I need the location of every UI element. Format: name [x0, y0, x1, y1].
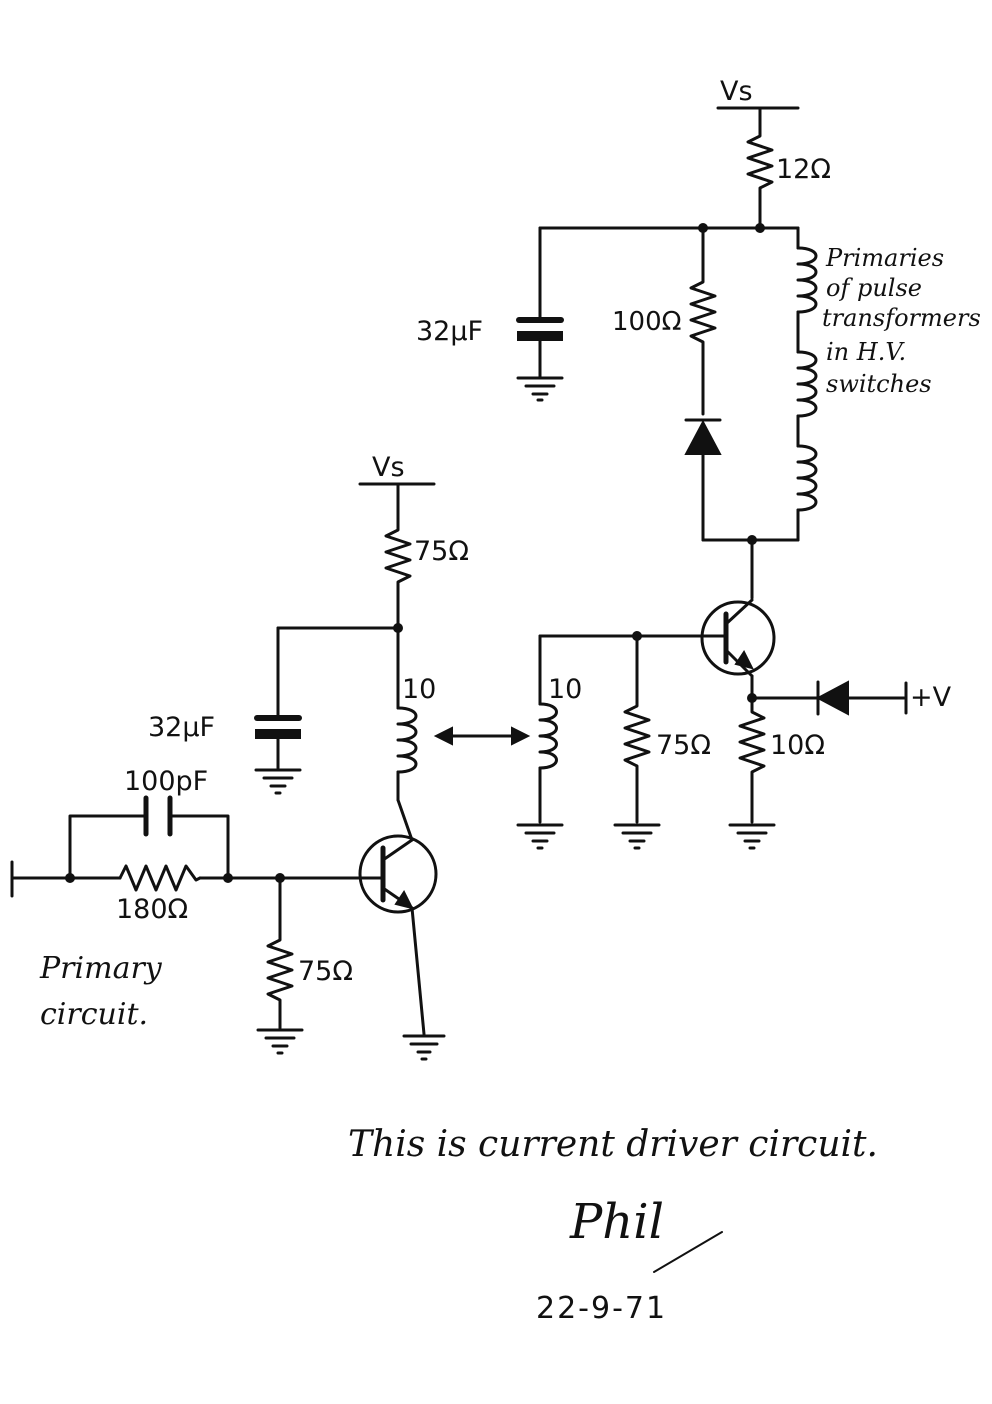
pulse-transformer-coil-3 [796, 444, 818, 512]
resistor-75-ohm-supply [384, 518, 412, 628]
resistor-100-ohm [689, 226, 717, 416]
ground-symbol [516, 376, 564, 402]
r75-base-label: 75Ω [298, 956, 353, 987]
signature: Phil [569, 1194, 664, 1250]
r75-supply-label: 75Ω [414, 536, 469, 567]
pulse-transformer-coil-1 [796, 246, 818, 314]
wire [170, 814, 230, 880]
coil-primary-label: 10 [402, 674, 436, 705]
ground-symbol [516, 823, 564, 850]
wire [68, 814, 146, 880]
caption-text: This is current driver circuit. [348, 1124, 878, 1165]
date-text: 22-9-71 [536, 1291, 667, 1326]
c32-top-label: 32μF [416, 316, 483, 347]
primary-note-line-1: Primary [39, 951, 163, 986]
ground-symbol [256, 1028, 304, 1055]
wire [396, 798, 414, 842]
pulse-note-line-3: transformers [822, 304, 981, 332]
pulse-transformer-coil-2 [796, 350, 818, 418]
r12-label: 12Ω [776, 154, 831, 185]
input-transistor [358, 834, 438, 914]
vs-top-label: Vs [720, 76, 753, 107]
resistor-10-ohm [738, 696, 766, 824]
pulse-note-line-2: of pulse [826, 274, 922, 302]
ground-symbol [254, 768, 302, 795]
ground-symbol [728, 823, 776, 850]
r10-label: 10Ω [770, 730, 825, 761]
r100-label: 100Ω [612, 307, 682, 337]
component-labels: Vs 12Ω 32μF 100Ω Vs 75Ω 10 10 32μF 75Ω 1… [116, 76, 952, 987]
wire [410, 906, 426, 1036]
vs-left-label: Vs [372, 452, 405, 483]
coil-secondary-label: 10 [548, 674, 582, 705]
r180-label: 180Ω [116, 894, 188, 925]
secondary-coil [538, 702, 558, 770]
c100pf-label: 100pF [124, 766, 208, 797]
r75-load-label: 75Ω [656, 730, 711, 761]
junction-dot [755, 223, 765, 233]
pulse-note-line-1: Primaries [825, 244, 944, 272]
output-stage [516, 106, 908, 850]
output-transistor [700, 598, 776, 678]
primary-coil [396, 706, 418, 774]
primary-stage [10, 482, 531, 1061]
signature-stroke [653, 1231, 723, 1273]
primary-note-line-2: circuit. [40, 997, 148, 1032]
ground-symbol [613, 823, 661, 850]
diode-symbol [815, 680, 849, 716]
resistor-12-ohm [746, 120, 774, 227]
pulse-note-line-4: in H.V. [826, 338, 906, 366]
c32-left-label: 32μF [148, 712, 215, 743]
diode-symbol [684, 419, 722, 455]
coupling-arrow [433, 726, 531, 746]
ground-symbol [402, 1034, 446, 1061]
resistor-75-ohm-load [623, 634, 651, 824]
handwritten-notes: Primaries of pulse transformers in H.V. … [39, 244, 981, 1326]
resistor-180-ohm [118, 864, 202, 892]
pulse-note-line-5: switches [826, 370, 932, 398]
resistor-75-ohm-base [266, 876, 294, 1030]
plus-v-label: +V [910, 682, 952, 713]
